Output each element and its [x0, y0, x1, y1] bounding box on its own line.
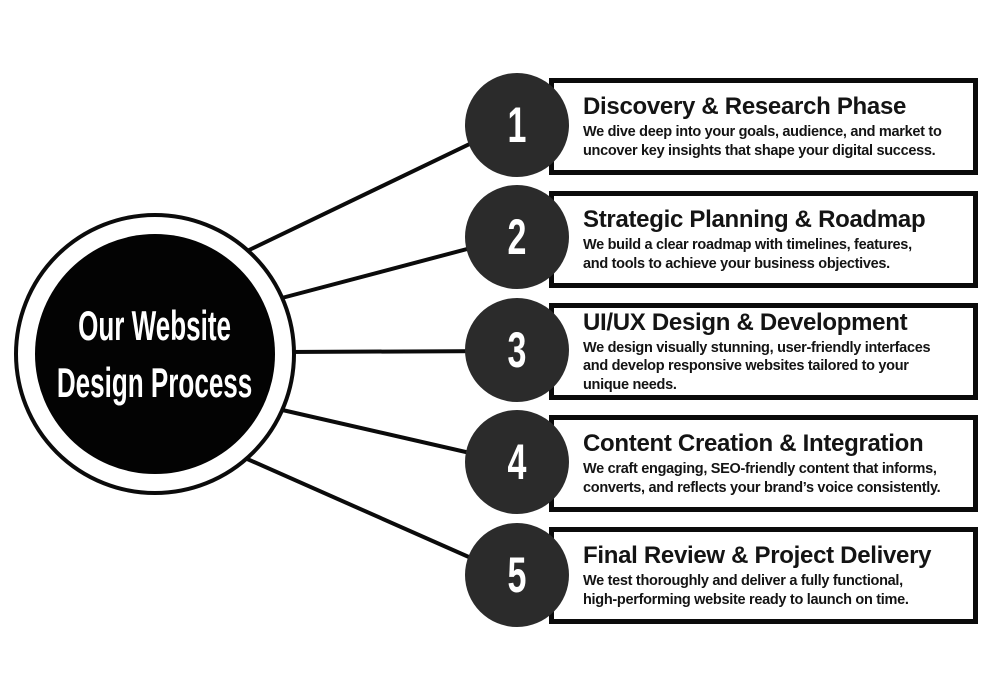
step-card-4: Content Creation & Integration We craft … — [549, 415, 978, 512]
step-badge-5: 5 — [465, 523, 569, 627]
step-number: 5 — [507, 547, 527, 603]
step-title: UI/UX Design & Development — [583, 308, 908, 336]
step-card-3: UI/UX Design & Development We design vis… — [549, 303, 978, 400]
step-title: Strategic Planning & Roadmap — [583, 206, 926, 233]
step-badge-1: 1 — [465, 73, 569, 177]
step-description: We design visually stunning, user-friend… — [583, 339, 931, 393]
step-card-1: Discovery & Research Phase We dive deep … — [549, 78, 978, 175]
central-circle-inner: Our Website Design Process — [35, 234, 275, 474]
central-title: Our Website Design Process — [57, 297, 252, 411]
step-number: 4 — [507, 434, 527, 490]
step-badge-3: 3 — [465, 298, 569, 402]
step-badge-4: 4 — [465, 410, 569, 514]
step-number: 2 — [507, 209, 527, 265]
step-description: We build a clear roadmap with timelines,… — [583, 237, 912, 272]
step-number: 3 — [507, 322, 527, 378]
step-number: 1 — [507, 97, 527, 153]
step-title: Discovery & Research Phase — [583, 93, 907, 120]
central-title-line2: Design Process — [57, 359, 253, 406]
connector-line-5 — [244, 456, 506, 575]
central-circle: Our Website Design Process — [14, 213, 296, 495]
step-description: We test thoroughly and deliver a fully f… — [583, 573, 909, 608]
connector-line-1 — [244, 125, 506, 254]
step-card-5: Final Review & Project Delivery We test … — [549, 527, 978, 624]
step-badge-2: 2 — [465, 185, 569, 289]
step-description: We craft engaging, SEO-friendly content … — [583, 461, 941, 496]
central-title-line1: Our Website — [78, 302, 232, 349]
step-description: We dive deep into your goals, audience, … — [583, 124, 942, 159]
step-title: Content Creation & Integration — [583, 430, 924, 457]
step-title: Final Review & Project Delivery — [583, 542, 932, 569]
step-card-2: Strategic Planning & Roadmap We build a … — [549, 191, 978, 288]
